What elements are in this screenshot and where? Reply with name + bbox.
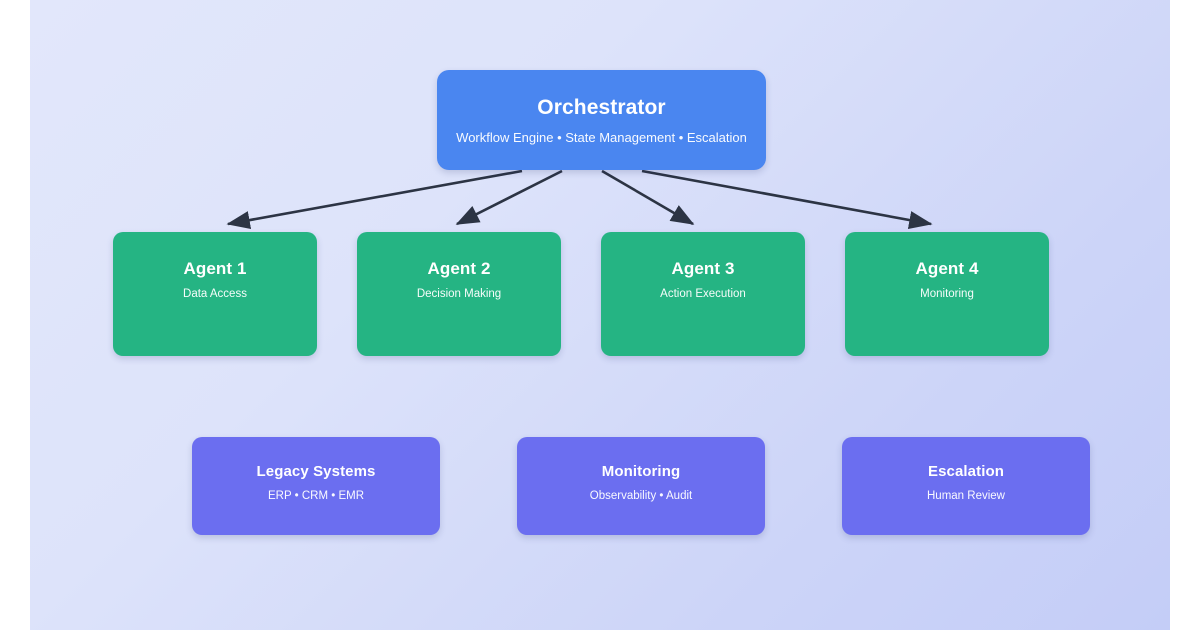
connector-orchestrator-to-agent-3 [601,169,695,226]
connector-orchestrator-to-agent-2 [455,169,563,226]
node-monitoring-subtitle: Observability • Audit [589,490,693,502]
node-agent-1-title: Agent 1 [183,259,247,278]
node-legacy-systems-title: Legacy Systems [256,463,376,480]
node-legacy-systems[interactable]: Legacy Systems ERP • CRM • EMR [192,437,440,535]
node-agent-4-title: Agent 4 [915,259,979,278]
node-agent-2-title: Agent 2 [427,259,491,278]
node-agent-4[interactable]: Agent 4 Monitoring [845,232,1049,356]
node-agent-3[interactable]: Agent 3 Action Execution [601,232,805,356]
node-agent-1[interactable]: Agent 1 Data Access [113,232,317,356]
node-escalation[interactable]: Escalation Human Review [842,437,1090,535]
node-agent-1-subtitle: Data Access [183,288,247,300]
node-agent-4-subtitle: Monitoring [920,288,974,300]
node-escalation-subtitle: Human Review [927,490,1005,502]
node-agent-2[interactable]: Agent 2 Decision Making [357,232,561,356]
node-monitoring-title: Monitoring [601,463,681,480]
node-agent-2-subtitle: Decision Making [416,288,502,300]
node-orchestrator-subtitle: Workflow Engine • State Management • Esc… [456,129,747,145]
node-agent-3-title: Agent 3 [671,259,735,278]
node-legacy-systems-subtitle: ERP • CRM • EMR [267,490,364,502]
node-agent-3-subtitle: Action Execution [660,288,746,300]
connector-orchestrator-to-agent-1 [226,169,523,230]
diagram-canvas: Orchestrator Workflow Engine • State Man… [30,0,1170,630]
node-orchestrator[interactable]: Orchestrator Workflow Engine • State Man… [437,70,766,170]
node-escalation-title: Escalation [927,463,1005,480]
node-monitoring[interactable]: Monitoring Observability • Audit [517,437,765,535]
connector-orchestrator-to-agent-4 [641,169,933,230]
node-orchestrator-title: Orchestrator [537,95,666,119]
